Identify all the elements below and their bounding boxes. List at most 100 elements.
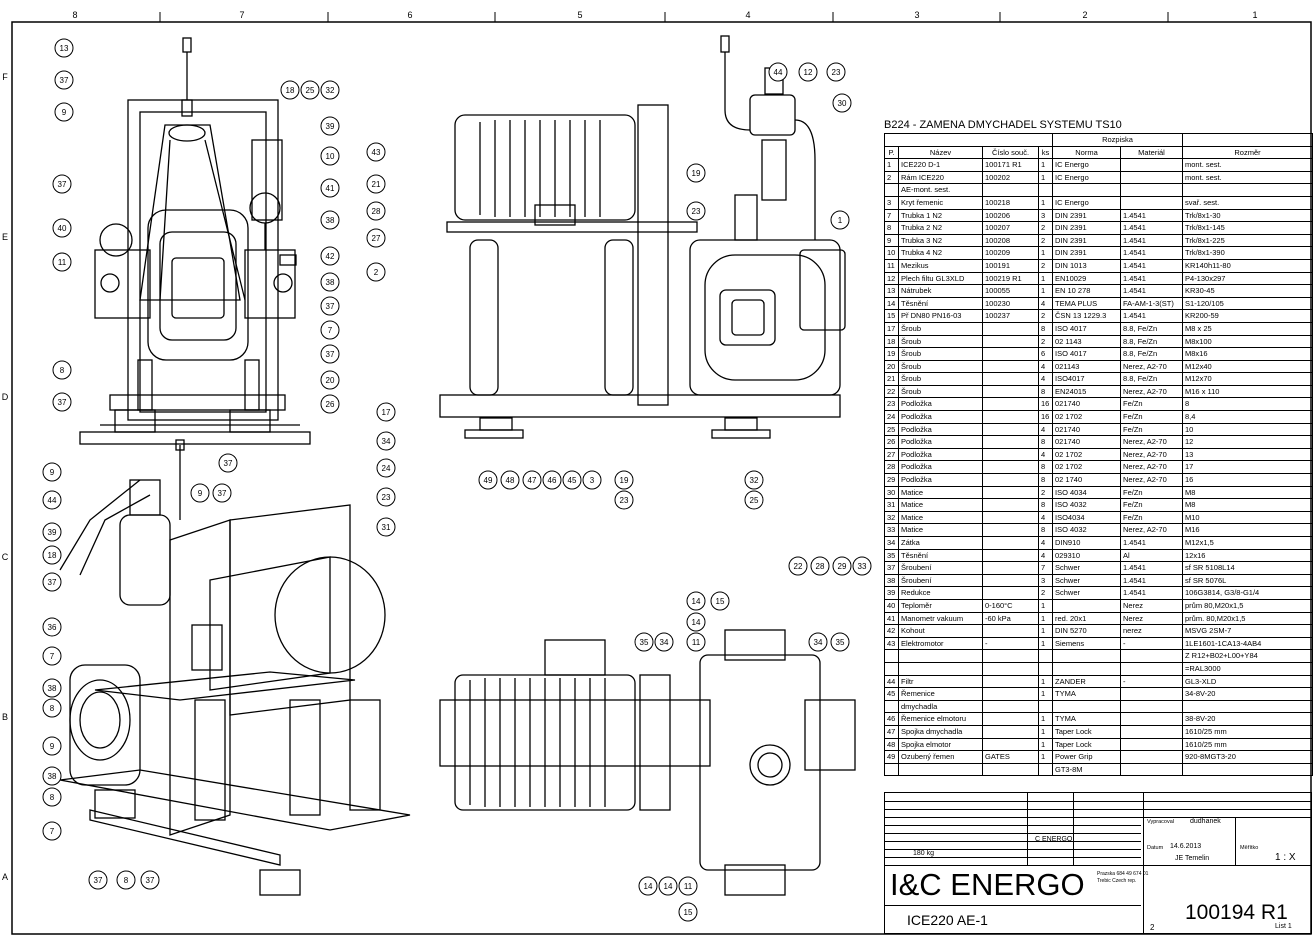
table-cell: Filtr [898, 674, 983, 689]
table-cell: 100218 [982, 195, 1039, 210]
table-cell: 1.4541 [1119, 246, 1184, 260]
table-row: dmychadla [884, 699, 1313, 714]
table-cell [982, 737, 1039, 752]
callout-balloon: 8 [42, 787, 62, 807]
table-cell: 41 [884, 611, 899, 626]
table-cell: M10 [1182, 510, 1313, 525]
svg-text:25: 25 [306, 86, 315, 95]
callout-balloon: 25 [744, 490, 764, 510]
table-cell: 16 [1038, 410, 1053, 424]
table-cell: 1.4541 [1119, 221, 1184, 235]
table-cell: mont. sest. [1182, 170, 1313, 185]
callout-balloon: 10 [320, 146, 340, 166]
table-cell [982, 762, 1039, 777]
svg-text:35: 35 [836, 638, 845, 647]
table-cell [1052, 649, 1121, 663]
table-cell: 20 [884, 359, 899, 374]
table-cell: ISO4017 [1052, 372, 1121, 386]
table-cell: M16 x 110 [1182, 384, 1313, 399]
table-cell: 27 [884, 447, 899, 462]
svg-text:44: 44 [48, 496, 57, 505]
table-cell: 34 [884, 536, 899, 550]
table-cell: 46 [884, 712, 899, 726]
table-cell [982, 435, 1039, 449]
svg-text:45: 45 [568, 476, 577, 485]
table-cell: 1.4541 [1119, 271, 1184, 286]
parts-list-title: B224 - ZAMENA DMYCHADEL SYSTEMU TS10 [884, 119, 1122, 131]
table-cell: Trk/8x1-225 [1182, 233, 1313, 248]
table-cell: Trk/8x1-145 [1182, 221, 1313, 235]
table-cell: 8 [1038, 498, 1053, 512]
svg-text:37: 37 [326, 350, 335, 359]
group-header: Rozpiska [1051, 133, 1184, 147]
table-cell: Power Grip [1052, 750, 1121, 764]
table-cell: Těsnění [898, 296, 983, 311]
svg-text:9: 9 [50, 742, 55, 751]
callout-balloon: 34 [376, 431, 396, 451]
svg-text:2: 2 [374, 268, 379, 277]
table-cell: -60 kPa [982, 611, 1039, 626]
table-cell: 33 [884, 523, 899, 537]
svg-text:23: 23 [620, 496, 629, 505]
table-cell: 3 [1038, 208, 1053, 223]
table-cell [982, 536, 1039, 550]
svg-text:21: 21 [372, 180, 381, 189]
table-row: AE-mont. sest. [884, 183, 1313, 197]
table-cell [982, 674, 1039, 689]
table-cell [1119, 762, 1184, 777]
callout-balloon: 28 [366, 201, 386, 221]
svg-text:22: 22 [794, 562, 803, 571]
table-cell: 8 [1038, 523, 1053, 537]
svg-text:37: 37 [218, 489, 227, 498]
table-cell: Šroub [898, 334, 983, 349]
svg-text:24: 24 [382, 464, 391, 473]
table-cell: Podložka [898, 397, 983, 412]
svg-text:9: 9 [50, 468, 55, 477]
table-cell: 1.4541 [1119, 208, 1184, 223]
svg-text:8: 8 [60, 366, 65, 375]
callout-balloon: 18 [280, 80, 300, 100]
table-cell: ICE220 D-1 [898, 158, 983, 172]
callout-balloon: 32 [744, 470, 764, 490]
svg-text:9: 9 [198, 489, 203, 498]
table-cell: 47 [884, 724, 899, 739]
table-cell: Fe/Zn [1119, 397, 1184, 412]
table-cell: 1 [1038, 712, 1053, 726]
callout-balloon: 7 [42, 821, 62, 841]
table-cell [884, 699, 899, 714]
table-cell: 1 [1038, 611, 1053, 626]
table-cell: 021143 [1052, 359, 1121, 374]
svg-text:3: 3 [590, 476, 595, 485]
table-cell: 15 [884, 309, 899, 323]
table-cell: 11 [884, 258, 899, 273]
svg-text:28: 28 [372, 207, 381, 216]
table-cell: 8.8, Fe/Zn [1119, 347, 1184, 361]
table-cell: 8 [884, 221, 899, 235]
callout-balloon: 23 [686, 201, 706, 221]
company-logo: I&C ENERGO [890, 867, 1085, 902]
callout-balloon: 37 [320, 296, 340, 316]
callout-balloon: 44 [42, 490, 62, 510]
table-cell: Nerez, A2-70 [1119, 435, 1184, 449]
table-cell: 8 [1038, 460, 1053, 475]
table-cell: svař. sest. [1182, 195, 1313, 210]
svg-text:8: 8 [124, 876, 129, 885]
table-cell [1038, 649, 1053, 663]
table-cell: 32 [884, 510, 899, 525]
table-cell: 38 [884, 573, 899, 588]
table-cell: 34-8V-20 [1182, 687, 1313, 701]
table-cell [982, 661, 1039, 676]
svg-text:25: 25 [750, 496, 759, 505]
callout-balloon: 45 [562, 470, 582, 490]
callout-balloon: 11 [52, 252, 72, 272]
